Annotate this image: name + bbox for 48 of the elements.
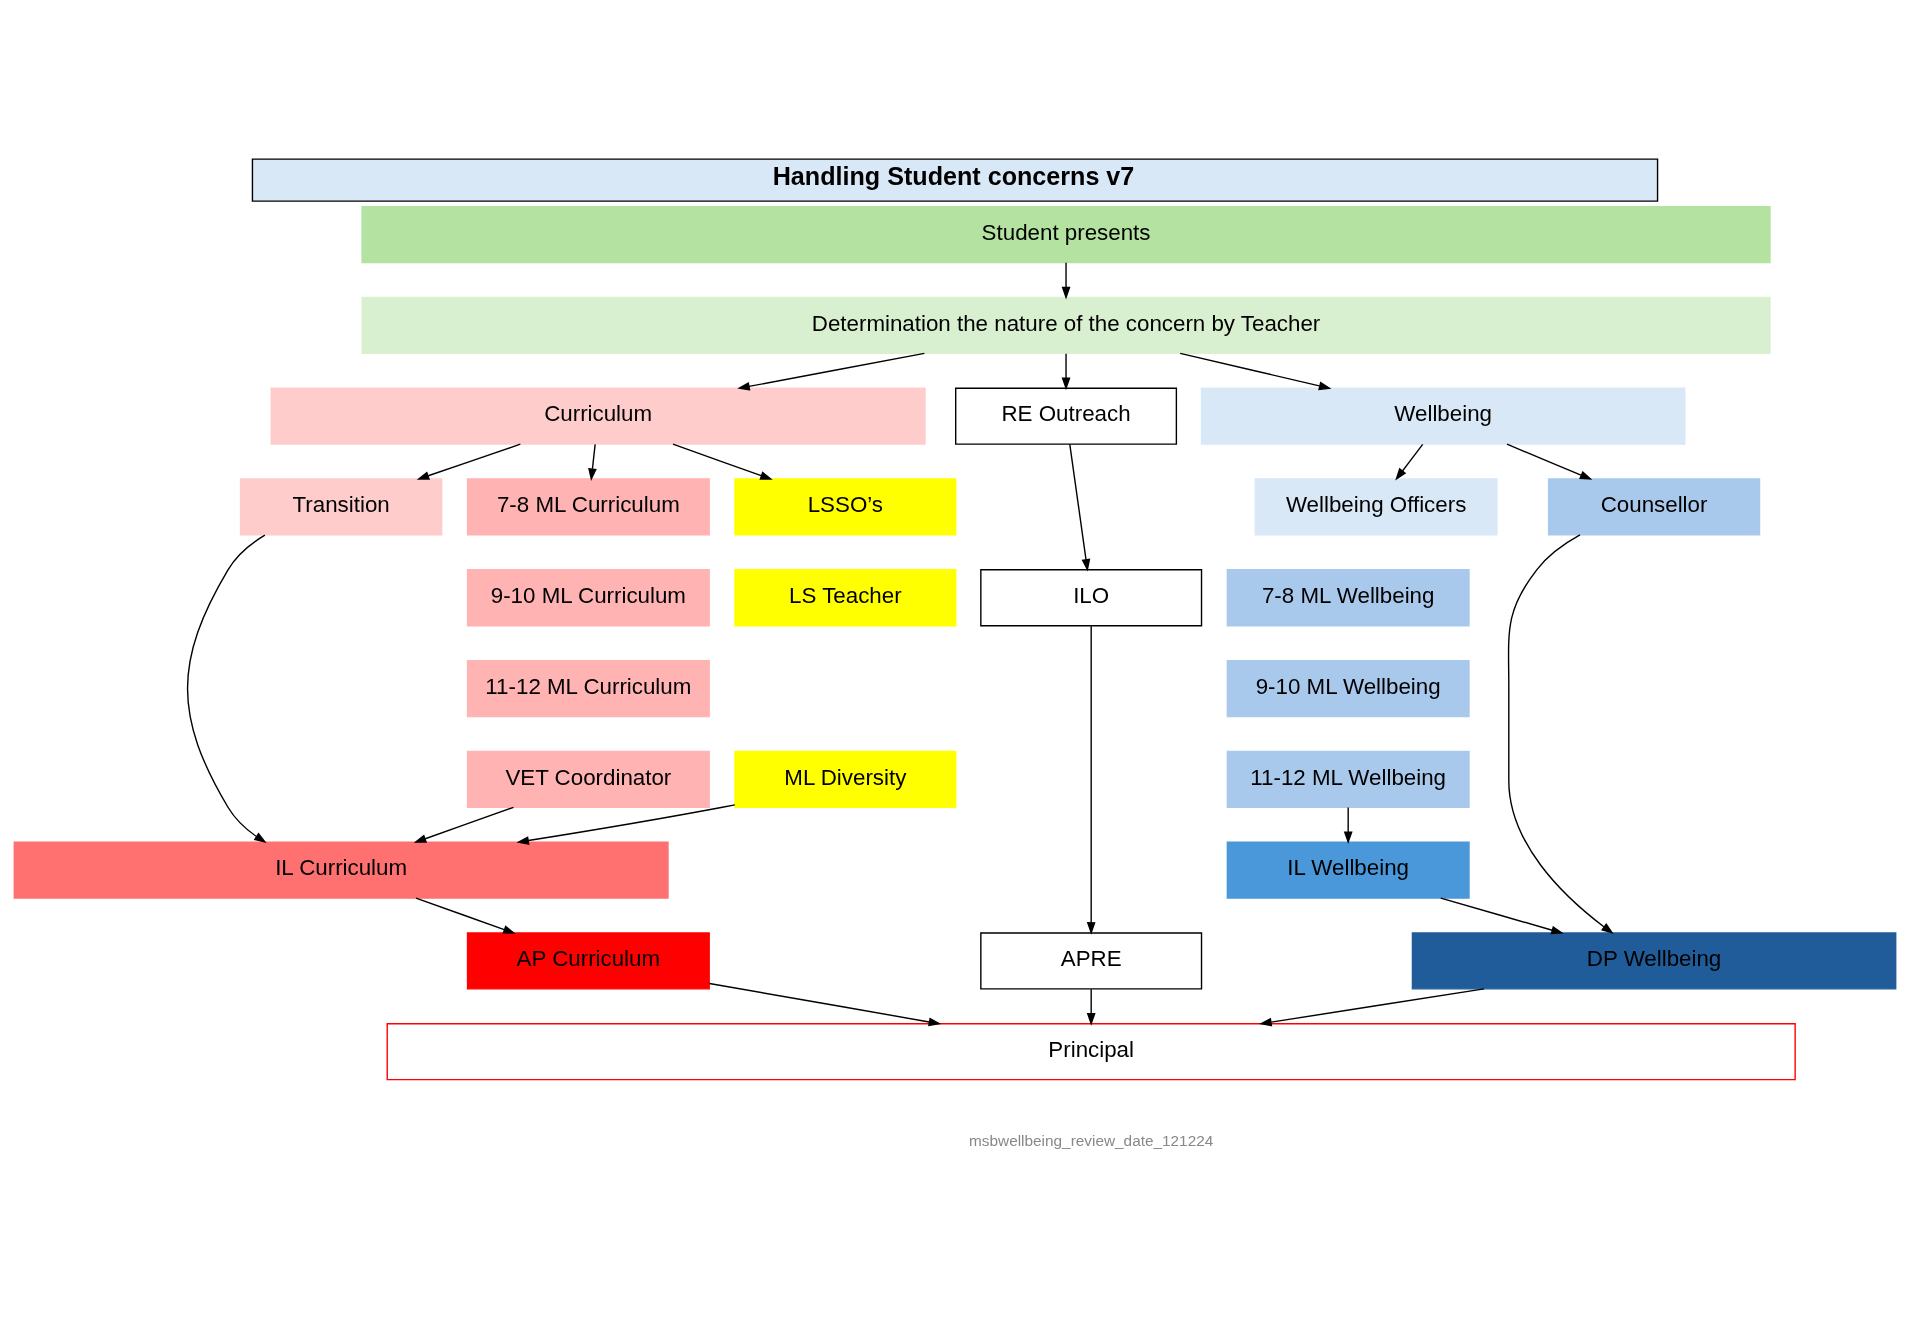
arrow [415, 896, 516, 934]
arrow [588, 443, 597, 481]
node-box: APRE [980, 931, 1203, 990]
node-box: VET Coordinator [466, 750, 710, 808]
node-box: RE Outreach [955, 387, 1178, 445]
arrow [1507, 533, 1614, 934]
arrow [1061, 352, 1071, 390]
node-box: IL Curriculum [13, 840, 669, 899]
node-box: IL Wellbeing [1226, 840, 1470, 899]
node-box: AP Curriculum [466, 931, 710, 990]
node-box: Principal [386, 1022, 1796, 1080]
node-box: ML Diversity [734, 750, 957, 808]
node-box: 7-8 ML Wellbeing [1226, 568, 1470, 626]
node-box: 11-12 ML Curriculum [466, 659, 710, 717]
arrow [1259, 987, 1485, 1026]
node-box: Wellbeing Officers [1254, 477, 1498, 536]
arrow [1440, 896, 1564, 934]
node-box: Student presents [361, 205, 1771, 263]
arrow [1061, 261, 1071, 299]
node-box: 9-10 ML Wellbeing [1226, 659, 1470, 717]
label: msbwellbeing_review_date_121224 [969, 1131, 1214, 1149]
arrow [1086, 987, 1096, 1026]
node-box: 7-8 ML Curriculum [466, 477, 710, 536]
node-box: Determination the nature of the concern by Teacher [361, 296, 1771, 354]
arrow [1069, 443, 1091, 571]
arrow [672, 443, 773, 480]
arrow [413, 806, 515, 843]
node-box: LSSO’s [734, 477, 957, 536]
arrow [186, 533, 267, 843]
node-box: Transition [239, 477, 443, 536]
node-box: DP Wellbeing [1411, 931, 1897, 990]
diagram-title: Handling Student concerns v7 [772, 161, 1135, 190]
node-box: Curriculum [270, 387, 926, 445]
arrow [737, 352, 926, 391]
arrow [708, 982, 942, 1026]
arrow [516, 803, 736, 845]
arrow [416, 443, 522, 480]
arrow [1395, 443, 1424, 481]
node-box: ILO [980, 568, 1203, 626]
arrow [1179, 352, 1332, 390]
node-box: LS Teacher [734, 568, 957, 626]
arrow [1086, 625, 1096, 935]
node-box: 9-10 ML Curriculum [466, 568, 710, 626]
node-box: Counsellor [1547, 477, 1761, 536]
node-box: Wellbeing [1200, 387, 1686, 445]
node-box: 11-12 ML Wellbeing [1226, 750, 1470, 808]
arrow [1343, 806, 1353, 844]
arrow [1506, 443, 1593, 480]
